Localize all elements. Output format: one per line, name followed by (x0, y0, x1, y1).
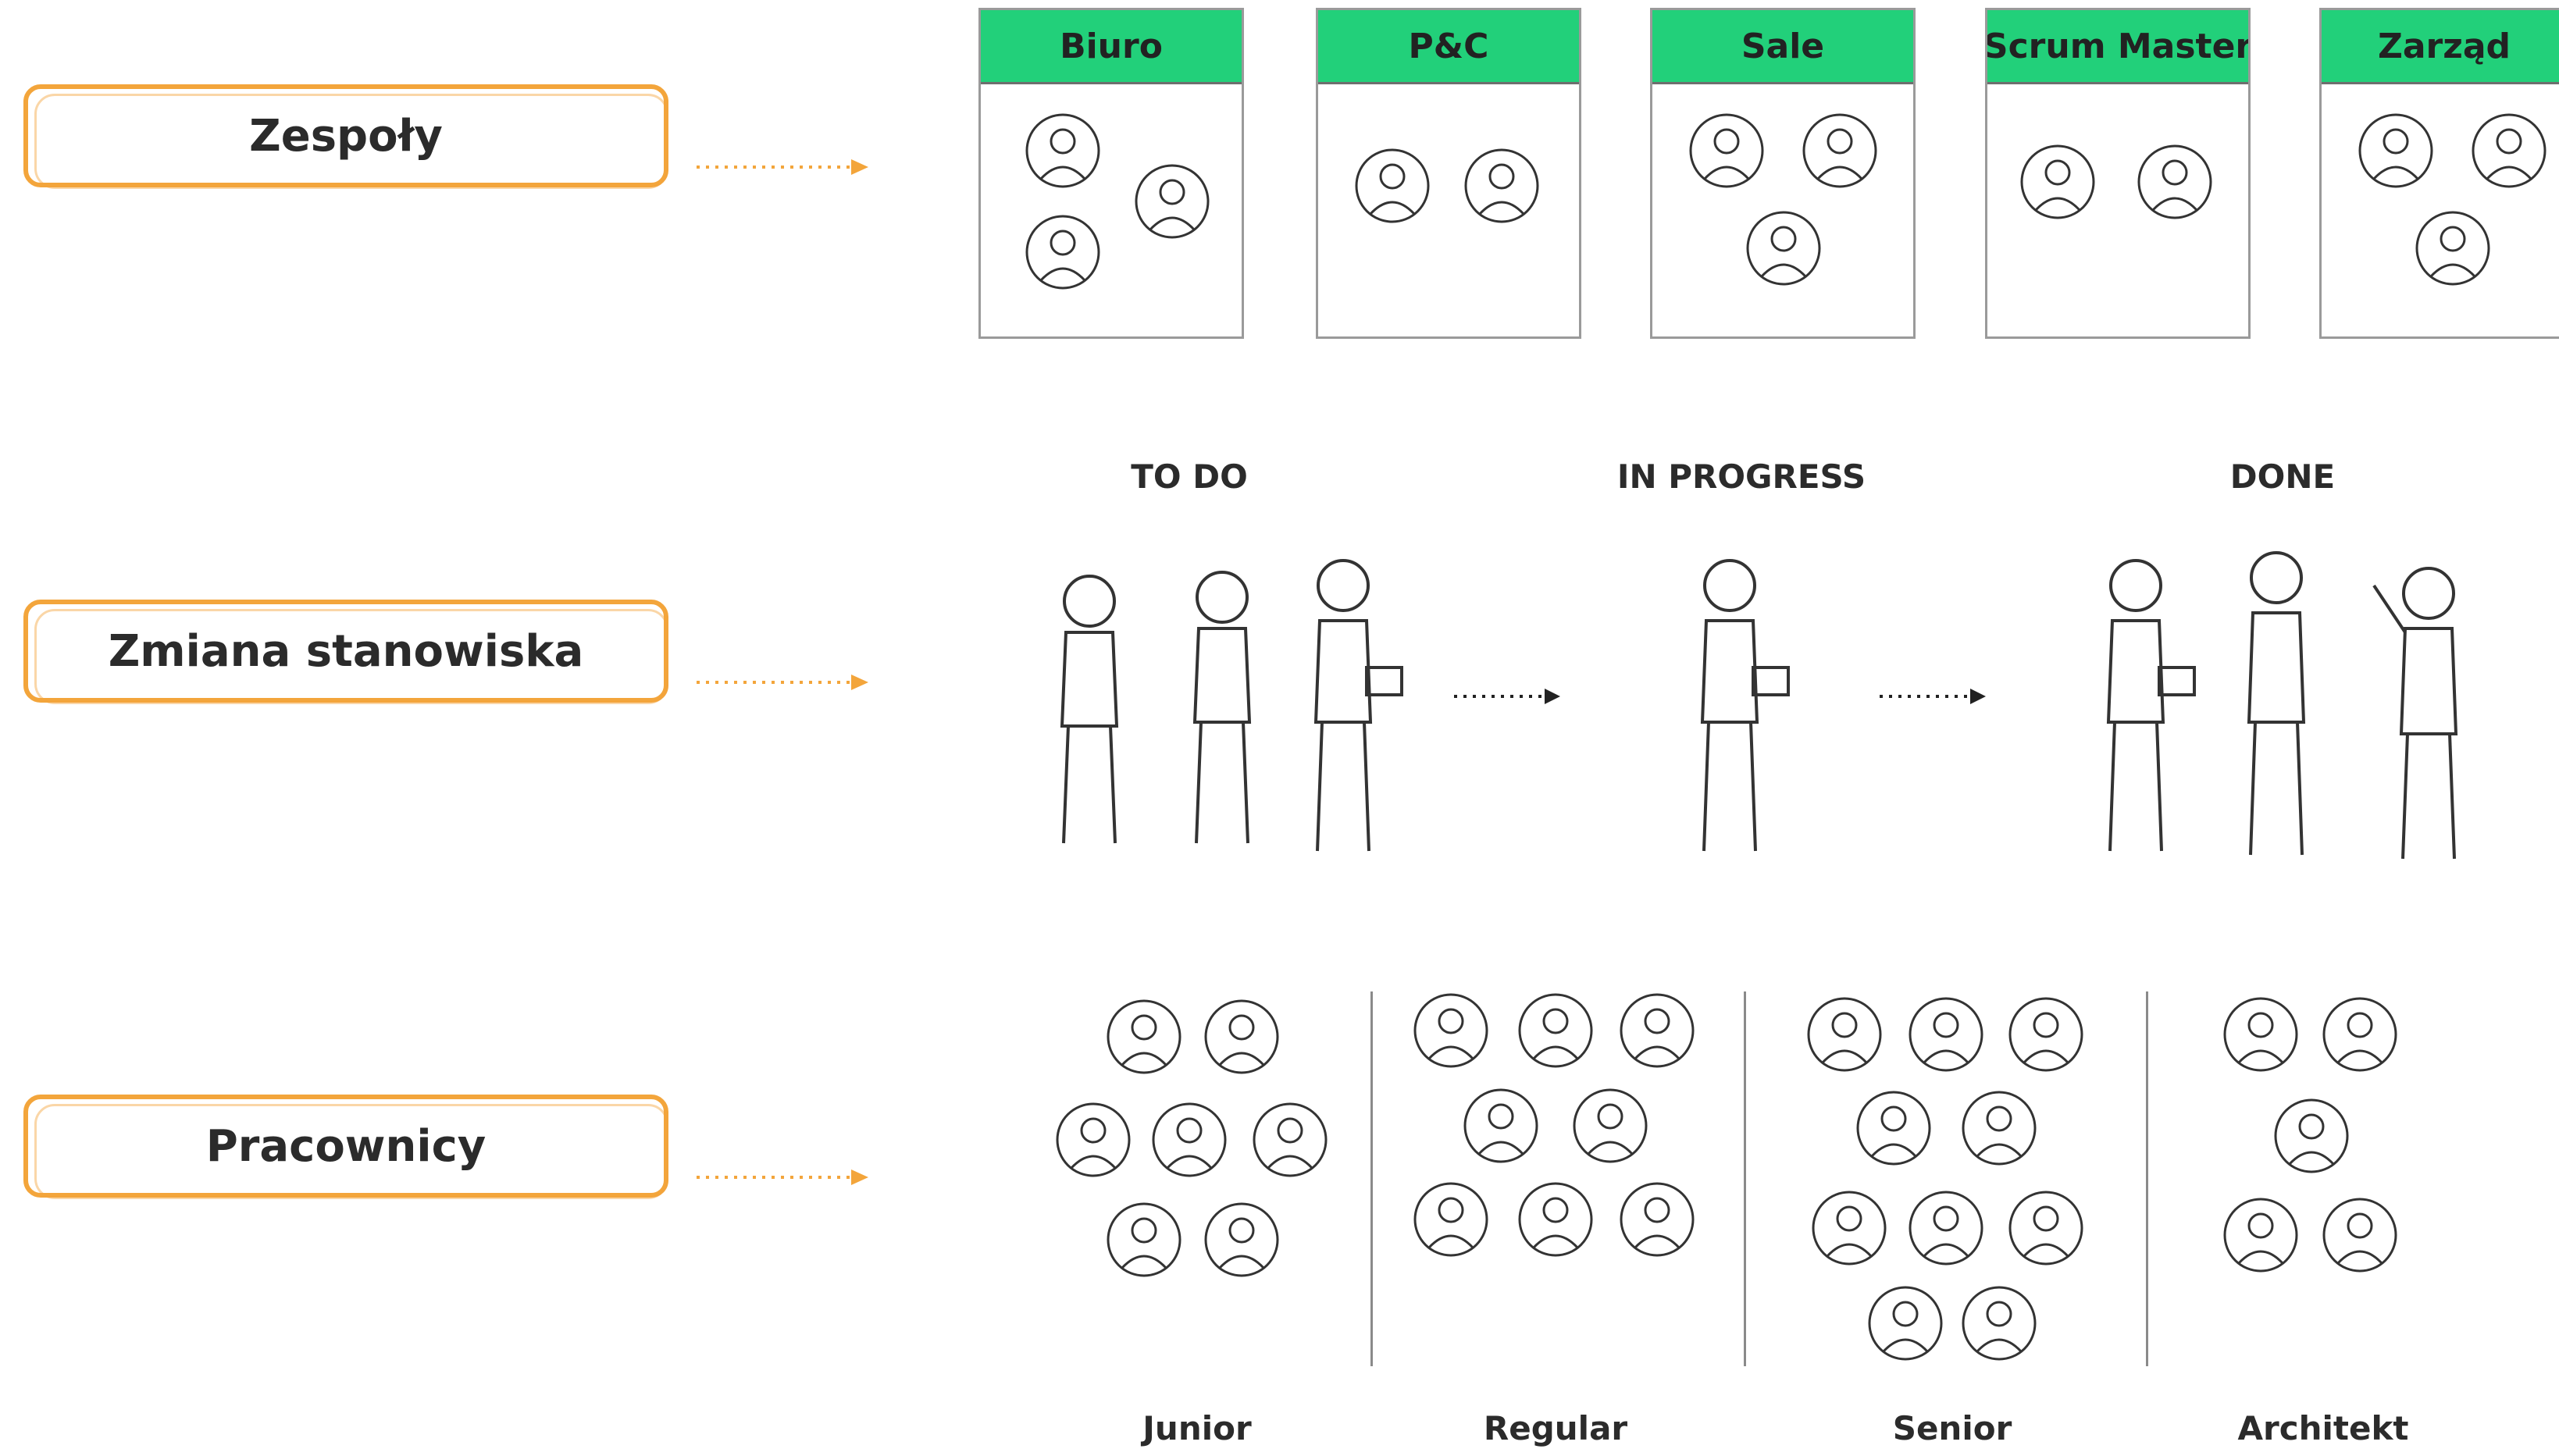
person-avatar-icon (1152, 1102, 1227, 1177)
person-avatar-icon (2008, 997, 2083, 1072)
team-header: Sale (1652, 10, 1913, 84)
level-divider (1370, 991, 1373, 1366)
person-avatar-icon (1056, 1102, 1131, 1177)
person-avatar-icon (2274, 1098, 2349, 1173)
level-label-regular: Regular (1483, 1409, 1628, 1447)
team-header: Zarząd (2322, 10, 2559, 84)
person-avatar-icon (1962, 1091, 2037, 1166)
person-avatar-icon (2137, 144, 2212, 219)
person-avatar-icon (1135, 164, 1210, 239)
person-avatar-icon (1413, 1182, 1488, 1257)
person-avatar-icon (1812, 1191, 1887, 1266)
person-avatar-icon (1807, 997, 1882, 1072)
person-avatar-icon (2472, 113, 2547, 188)
person-avatar-icon (2415, 211, 2490, 286)
employees-label-box: Pracownicy (23, 1095, 668, 1199)
person-avatar-icon (2008, 1191, 2083, 1266)
person-avatar-icon (1463, 1088, 1538, 1163)
team-card-scrum-master: Scrum Master (1985, 8, 2251, 339)
workflow-todo-title: TO DO (1131, 457, 1248, 496)
person-avatar-icon (1518, 993, 1593, 1068)
person-avatar-icon (1355, 148, 1430, 223)
level-divider (2146, 991, 2148, 1366)
person-avatar-icon (1464, 148, 1539, 223)
team-card-zarzad: Zarząd (2319, 8, 2559, 339)
team-card-sale: Sale (1650, 8, 1916, 339)
person-avatar-icon (1868, 1286, 1943, 1361)
person-avatar-icon (1204, 1202, 1279, 1277)
person-avatar-icon (1620, 993, 1695, 1068)
person-avatar-icon (2358, 113, 2433, 188)
person-avatar-icon (1025, 113, 1100, 188)
person-avatar-icon (1025, 215, 1100, 290)
person-avatar-icon (2020, 144, 2095, 219)
teams-label-box: Zespoły (23, 84, 668, 189)
team-header: Biuro (981, 10, 1242, 84)
person-avatar-icon (1689, 113, 1764, 188)
person-avatar-icon (1909, 1191, 1983, 1266)
standing-person-icon (2247, 551, 2306, 856)
person-avatar-icon (1518, 1182, 1593, 1257)
person-avatar-icon (1253, 1102, 1328, 1177)
team-header: P&C (1318, 10, 1579, 84)
team-header: Scrum Master (1987, 10, 2248, 84)
person-avatar-icon (1802, 113, 1877, 188)
person-avatar-icon (2322, 997, 2397, 1072)
workflow-in-progress-title: IN PROGRESS (1616, 457, 1866, 496)
person-avatar-icon (2223, 997, 2298, 1072)
position-change-label: Zmiana stanowiska (108, 625, 584, 677)
person-avatar-icon (1856, 1091, 1931, 1166)
standing-person-icon (1060, 575, 1119, 844)
employees-arrow-icon (697, 1169, 868, 1185)
workflow-arrow-icon (1454, 689, 1560, 704)
person-avatar-icon (1909, 997, 1983, 1072)
person-avatar-icon (1204, 999, 1279, 1074)
level-divider (1744, 991, 1746, 1366)
team-card-pc: P&C (1316, 8, 1581, 339)
level-label-junior: Junior (1142, 1409, 1252, 1447)
person-avatar-icon (2322, 1198, 2397, 1273)
position-change-label-box: Zmiana stanowiska (23, 600, 668, 704)
person-avatar-icon (1107, 999, 1181, 1074)
standing-person-icon (1192, 571, 1252, 844)
person-avatar-icon (1746, 211, 1821, 286)
standing-person-laptop-icon (2106, 559, 2196, 852)
standing-person-laptop-icon (1700, 559, 1790, 852)
teams-label: Zespoły (249, 110, 443, 162)
level-label-senior: Senior (1892, 1409, 2012, 1447)
employees-label: Pracownicy (205, 1120, 486, 1172)
level-label-architect: Architekt (2237, 1409, 2409, 1447)
person-avatar-icon (1413, 993, 1488, 1068)
standing-person-waving-icon (2372, 567, 2458, 860)
person-avatar-icon (1620, 1182, 1695, 1257)
position-change-arrow-icon (697, 675, 868, 690)
person-avatar-icon (1107, 1202, 1181, 1277)
person-avatar-icon (1962, 1286, 2037, 1361)
person-avatar-icon (1573, 1088, 1648, 1163)
standing-person-laptop-icon (1313, 559, 1403, 852)
workflow-done-title: DONE (2229, 457, 2336, 496)
teams-arrow-icon (697, 159, 868, 175)
person-avatar-icon (2223, 1198, 2298, 1273)
workflow-arrow-icon (1880, 689, 1986, 704)
team-card-biuro: Biuro (978, 8, 1244, 339)
